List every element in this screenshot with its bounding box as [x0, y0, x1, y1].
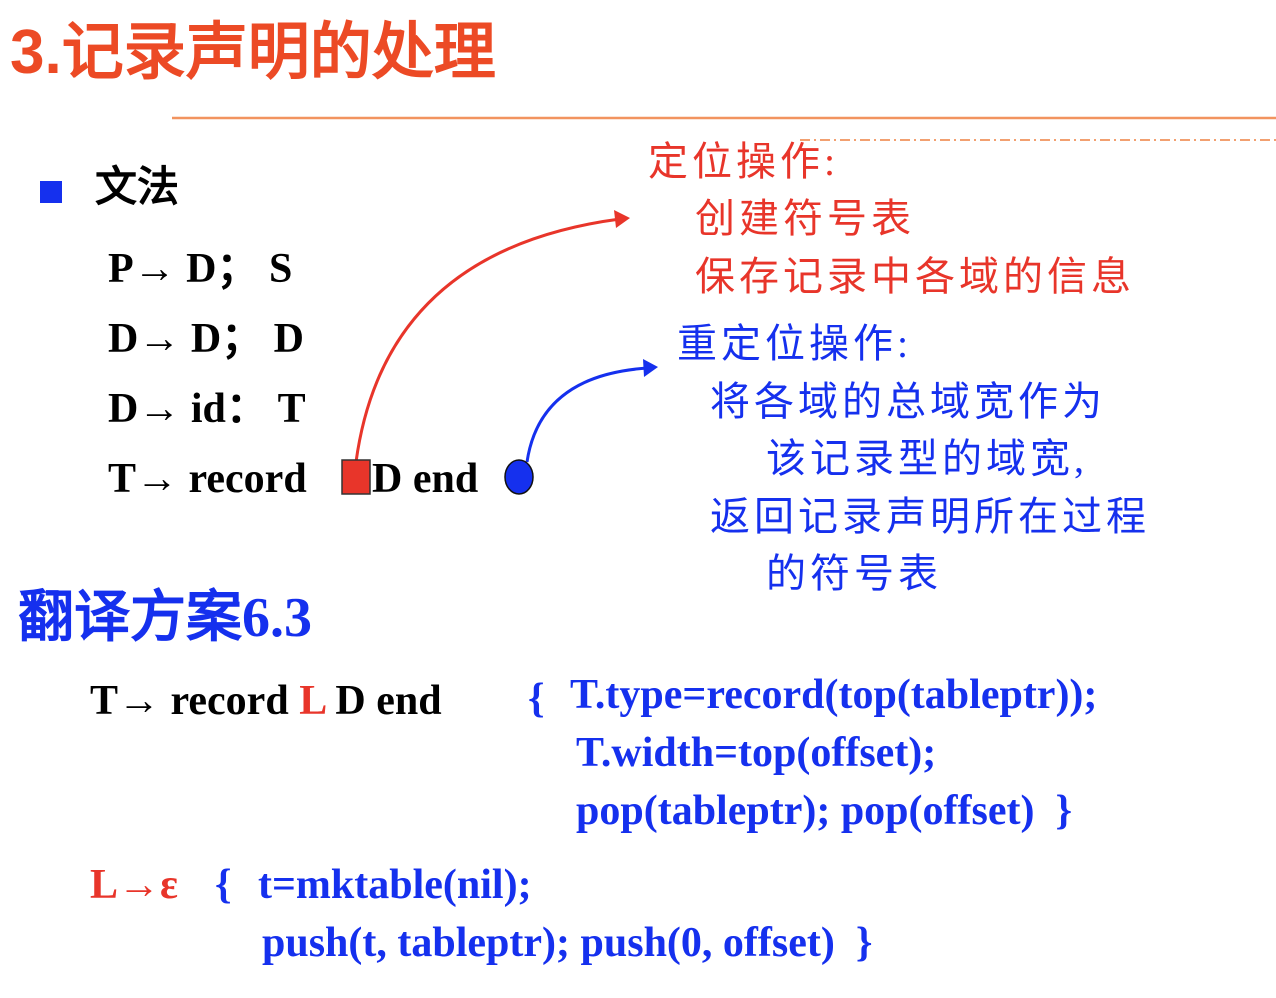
red-annotation-line: 创建符号表	[695, 196, 915, 241]
grammar-heading: 文法	[95, 165, 180, 211]
action-line: t=mktable(nil);	[258, 862, 532, 908]
brace: {	[528, 676, 545, 722]
red-annotation-line: 保存记录中各域的信息	[695, 254, 1135, 299]
red-marker	[341, 459, 371, 495]
blue-marker	[504, 459, 534, 495]
red-arrowhead-icon	[614, 210, 630, 228]
blue-annotation-line: 返回记录声明所在过程	[710, 494, 1150, 539]
slide-title: 3.记录声明的处理	[10, 18, 496, 87]
grammar-rule-prefix: T→ record	[108, 456, 307, 502]
action-line: pop(tableptr); pop(offset) }	[576, 788, 1073, 834]
blue-annotation-line: 该记录型的域宽,	[766, 436, 1088, 481]
rule-text: D end	[324, 678, 442, 724]
scheme-rule-2: L→ε	[90, 862, 178, 908]
action-line: push(t, tableptr); push(0, offset) }	[262, 920, 873, 966]
scheme-rule-1: T→ record L D end	[90, 680, 442, 722]
rule-text: T→ record	[90, 678, 300, 724]
red-annotation-heading: 定位操作:	[648, 139, 840, 184]
blue-annotation-line: 的符号表	[766, 551, 942, 596]
brace: {	[215, 862, 232, 908]
action-line: T.type=record(top(tableptr));	[570, 672, 1098, 718]
grammar-rule-suffix: D end	[372, 456, 479, 502]
grammar-rule: P→ D； S	[108, 246, 293, 292]
rule-L: L	[299, 678, 325, 724]
grammar-rule: D→ D； D	[108, 316, 304, 362]
blue-annotation-heading: 重定位操作:	[677, 321, 913, 366]
scheme-title: 翻译方案6.3	[18, 587, 312, 649]
blue-annotation-line: 将各域的总域宽作为	[710, 379, 1106, 424]
bullet-icon	[40, 181, 62, 203]
red-arrow	[354, 217, 621, 463]
blue-arrow	[525, 366, 649, 463]
grammar-rule: D→ id： T	[108, 386, 306, 432]
action-line: T.width=top(offset);	[576, 730, 937, 776]
blue-arrowhead-icon	[643, 359, 658, 377]
